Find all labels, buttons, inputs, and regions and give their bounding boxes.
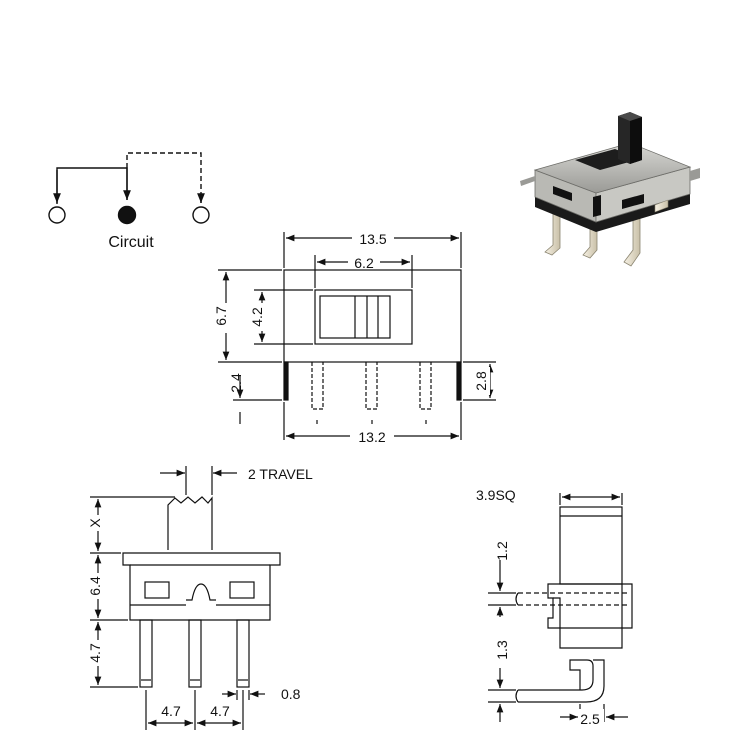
dim-pin-height: 4.7 (87, 643, 103, 663)
dim-height-overall: 6.7 (213, 306, 229, 326)
dim-actuator-height: X (87, 518, 103, 528)
circuit-symbol (48, 152, 210, 225)
dim-pin-width: 0.8 (281, 686, 301, 702)
circuit-label: Circuit (108, 234, 154, 251)
front-view-drawing (90, 466, 281, 730)
dim-window-width: 6.2 (354, 255, 374, 271)
side-view-drawing (488, 493, 633, 722)
dim-window-height: 4.2 (249, 307, 265, 327)
dim-pin-pitch-2: 4.7 (210, 703, 230, 719)
circuit-dashed-wire (126, 152, 202, 203)
dim-side-c: 2.5 (580, 711, 600, 727)
dim-actuator-size: 3.9SQ (476, 487, 516, 503)
dim-side-a: 1.2 (494, 541, 510, 561)
dim-width-overall: 13.5 (359, 231, 386, 247)
switch-product-image (520, 112, 700, 267)
dim-travel: 2 TRAVEL (248, 466, 313, 482)
top-view-window (314, 289, 413, 345)
dim-pin-length: 2.4 (228, 373, 244, 393)
dim-pin-length-right: 2.8 (473, 371, 489, 391)
dim-pin-pitch-1: 4.7 (161, 703, 181, 719)
top-view-body (283, 269, 462, 363)
circuit-terminal-right (192, 206, 210, 224)
dim-side-b: 1.3 (494, 640, 510, 660)
circuit-terminal-common (117, 205, 137, 225)
circuit-terminal-left (48, 206, 66, 224)
dim-pin-span: 13.2 (358, 429, 385, 445)
dim-body-height: 6.4 (87, 576, 103, 596)
circuit-solid-wire (56, 167, 128, 204)
